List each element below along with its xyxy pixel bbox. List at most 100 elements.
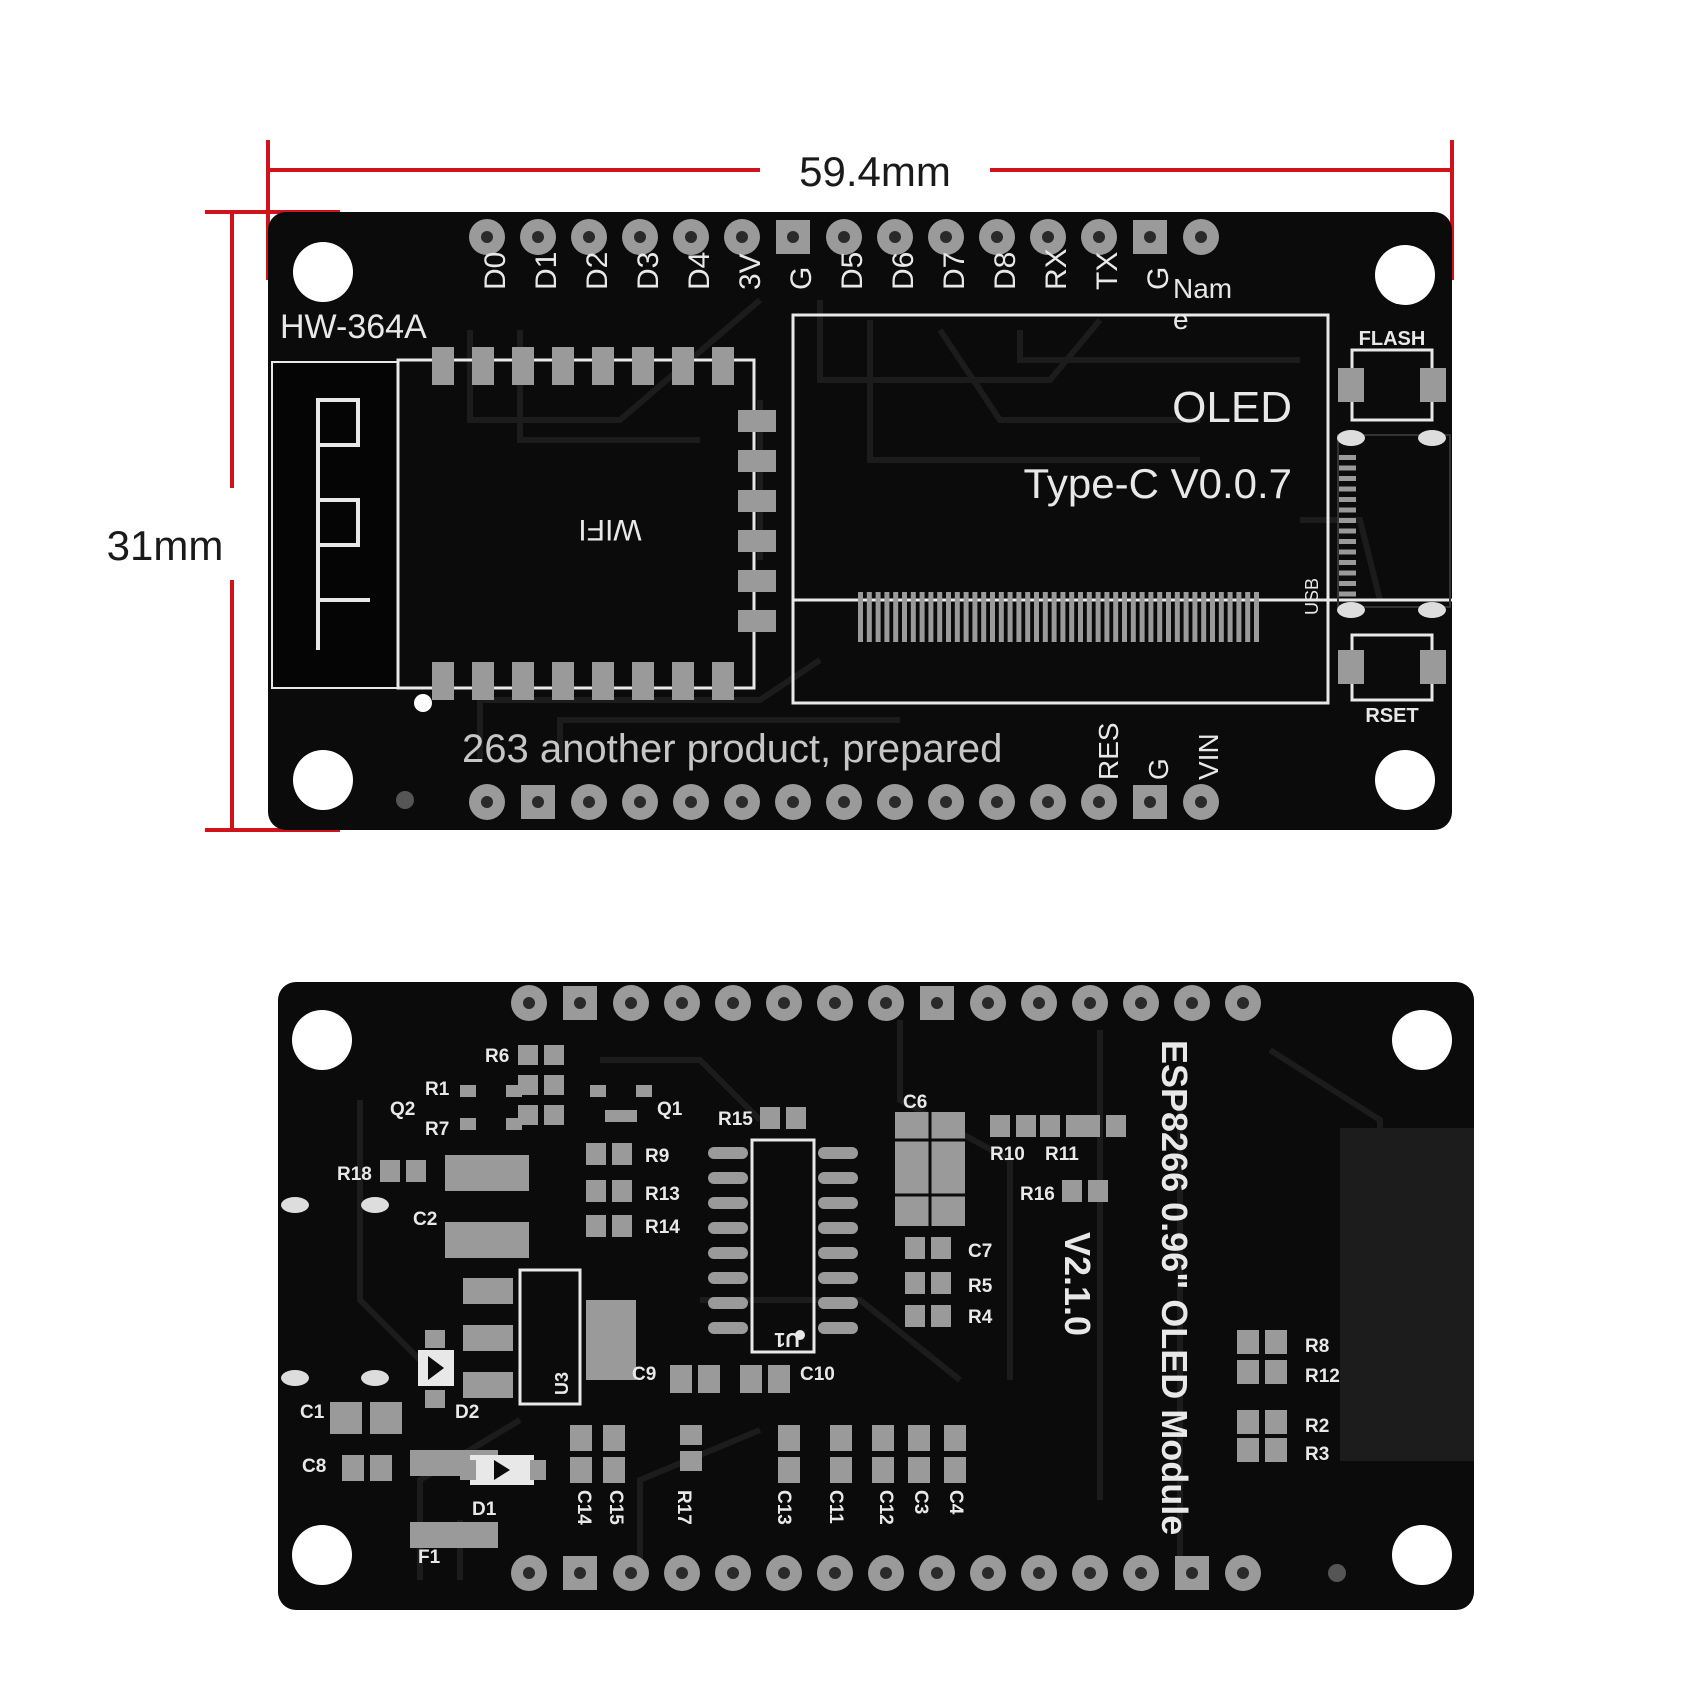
esp-module: WIFI <box>396 347 776 712</box>
pin-hole <box>736 796 748 808</box>
smd-pad <box>1062 1180 1082 1202</box>
usb-pin <box>1338 581 1356 586</box>
display-back-area <box>1340 1128 1474 1461</box>
mounting-hole <box>1375 245 1435 305</box>
ribbon-line <box>1086 592 1092 642</box>
diode-d1 <box>460 1455 546 1485</box>
ribbon-line <box>1245 592 1251 642</box>
pin-label: D3 <box>632 252 665 290</box>
pin-label: G <box>785 267 818 290</box>
label-r10: R10 <box>990 1144 1025 1165</box>
smd-pad <box>990 1115 1010 1137</box>
mounting-hole <box>293 750 353 810</box>
pin-label: D0 <box>479 252 512 290</box>
pin-hole <box>727 1567 739 1579</box>
ribbon-line <box>1210 592 1215 642</box>
ribbon-line <box>1025 592 1031 642</box>
pin-label: G <box>1142 267 1175 290</box>
pin-hole <box>1186 1567 1198 1579</box>
mounting-hole <box>1392 1525 1452 1585</box>
module-pad <box>552 662 574 700</box>
module-pad <box>432 347 454 385</box>
label-c8: C8 <box>302 1456 326 1477</box>
pin-hole <box>583 796 595 808</box>
ribbon-line <box>1201 592 1207 642</box>
smd-pad <box>931 1272 951 1294</box>
pin-label: RES <box>1093 722 1124 780</box>
chip-leg <box>818 1172 858 1184</box>
label-c9: C9 <box>632 1364 656 1385</box>
front-top-header <box>469 219 1219 255</box>
reset-button: RSET <box>1338 633 1446 727</box>
smd-pad <box>445 1222 487 1258</box>
ribbon-line <box>981 592 987 642</box>
smd-pad <box>586 1143 606 1165</box>
pin-label: D4 <box>683 252 716 290</box>
ribbon-line <box>954 592 960 642</box>
reset-label: RSET <box>1365 705 1418 727</box>
pin-hole <box>1144 231 1156 243</box>
ribbon-line <box>990 592 995 642</box>
smd-pad <box>670 1365 692 1393</box>
pin-hole <box>523 997 535 1009</box>
label-r2: R2 <box>1305 1416 1329 1437</box>
smd-pad <box>1237 1330 1259 1354</box>
label-c13: C13 <box>773 1490 794 1525</box>
pin-hole <box>931 997 943 1009</box>
u3-label: U3 <box>552 1372 572 1395</box>
smd-pad <box>1265 1410 1287 1434</box>
ribbon-line <box>998 592 1004 642</box>
smd-pad <box>636 1085 652 1097</box>
pin-hole <box>1135 997 1147 1009</box>
chip-leg <box>818 1147 858 1159</box>
pin-label: D7 <box>938 252 971 290</box>
usb-pin <box>1338 455 1356 460</box>
version-label: Type-C V0.0.7 <box>1024 460 1292 507</box>
smd-pad <box>786 1107 806 1129</box>
smd-pad <box>1106 1115 1126 1137</box>
label-q1: Q1 <box>657 1099 683 1120</box>
smd-pad <box>778 1425 800 1451</box>
ribbon-line <box>902 592 907 642</box>
smd-pad <box>1040 1115 1060 1137</box>
smd-pad <box>680 1425 702 1445</box>
chip-leg <box>818 1247 858 1259</box>
smd-pad <box>1265 1438 1287 1462</box>
usb-pin <box>1338 486 1356 492</box>
pin-hole <box>838 796 850 808</box>
ribbon-line <box>1095 592 1101 642</box>
module-pad <box>738 530 776 552</box>
mounting-hole <box>1392 1010 1452 1070</box>
smd-pad <box>778 1457 800 1483</box>
pin-hole <box>1237 1567 1249 1579</box>
smd-pad <box>410 1522 454 1548</box>
ribbon-line <box>963 592 969 642</box>
pin-hole <box>634 231 646 243</box>
ribbon-line <box>1227 592 1233 642</box>
smd-pad <box>506 1085 522 1097</box>
height-dimension-label: 31mm <box>107 522 224 569</box>
pin-hole <box>1186 997 1198 1009</box>
pin-hole <box>838 231 850 243</box>
pin-hole <box>778 997 790 1009</box>
mounting-hole <box>1375 750 1435 810</box>
oled-label: OLED <box>1172 383 1292 432</box>
module-pad <box>512 347 534 385</box>
pin-hole <box>880 1567 892 1579</box>
smd-pad <box>518 1045 538 1065</box>
ribbon-line <box>884 592 890 642</box>
smd-pad <box>621 1110 637 1122</box>
smd-pad <box>410 1450 454 1476</box>
pin-hole <box>676 1567 688 1579</box>
wifi-label: WIFI <box>578 513 641 546</box>
smd-pad <box>506 1118 522 1130</box>
pin-hole <box>1084 1567 1096 1579</box>
pin-hole <box>991 796 1003 808</box>
chip-leg <box>818 1322 858 1334</box>
label-c14: C14 <box>573 1490 594 1525</box>
pin-hole <box>829 1567 841 1579</box>
smd-pad <box>603 1425 625 1451</box>
component-labels: R6 R1 Q2 R7 Q1 R15 C6 R10 R11 R16 R18 R9… <box>300 1046 1340 1568</box>
label-c3: C3 <box>910 1490 931 1514</box>
smd-pad <box>944 1457 966 1483</box>
